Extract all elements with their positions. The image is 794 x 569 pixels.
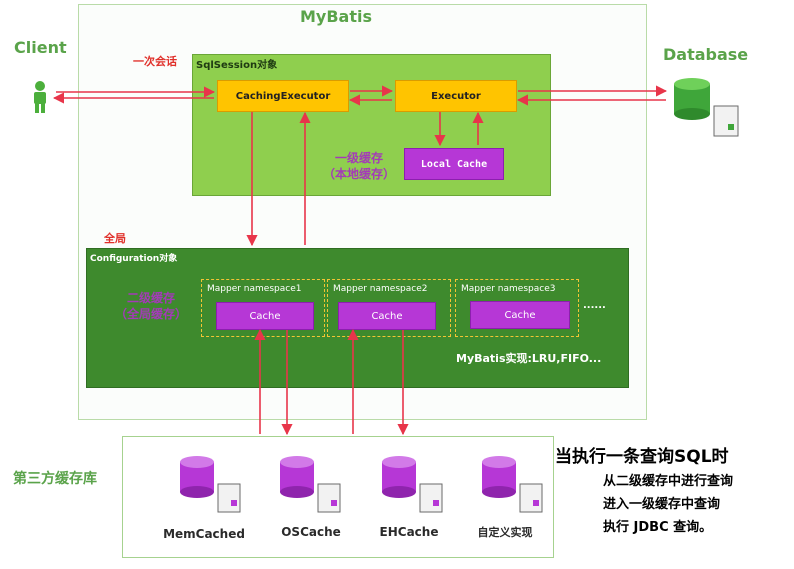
- sqlsession-label: SqlSession对象: [196, 60, 278, 71]
- session-note: 一次会话: [133, 55, 177, 68]
- global-note: 全局: [104, 232, 126, 245]
- user-icon: [30, 80, 50, 114]
- second-level-cache-line2: （全局缓存）: [114, 307, 187, 321]
- ehcache-label: EHCache: [379, 525, 439, 539]
- explanation-line1: 从二级缓存中进行查询: [603, 474, 734, 489]
- second-level-cache-label: 二级缓存 （全局缓存）: [106, 290, 196, 322]
- first-level-cache-line1: 一级缓存: [334, 151, 383, 165]
- client-label: Client: [14, 38, 67, 57]
- mapper-namespace-1: Mapper namespace1 Cache: [201, 279, 325, 337]
- namespace-ellipsis: ......: [583, 300, 606, 311]
- mapper-namespace-2: Mapper namespace2 Cache: [327, 279, 451, 337]
- memcached-icon: [174, 452, 246, 514]
- mybatis-title: MyBatis: [300, 7, 372, 26]
- ehcache-icon: [376, 452, 448, 514]
- first-level-cache-line2: （本地缓存）: [322, 167, 395, 181]
- mapper-namespace-3: Mapper namespace3 Cache: [455, 279, 579, 337]
- namespace-label: Mapper namespace1: [207, 284, 302, 294]
- oscache-label: OSCache: [281, 525, 341, 539]
- memcached-label: MemCached: [163, 527, 245, 541]
- namespace-label: Mapper namespace2: [333, 284, 428, 294]
- database-icon: [670, 76, 742, 138]
- third-party-label: 第三方缓存库: [13, 471, 97, 487]
- database-label: Database: [663, 45, 749, 64]
- configuration-label: Configuration对象: [90, 254, 178, 264]
- custom-cache-label: 自定义实现: [477, 526, 533, 539]
- caching-executor-box: CachingExecutor: [217, 80, 349, 112]
- oscache-icon: [274, 452, 346, 514]
- custom-cache-icon: [476, 452, 548, 514]
- cache-box: Cache: [470, 301, 570, 329]
- local-cache-box: Local Cache: [404, 148, 504, 180]
- explanation-line2: 进入一级缓存中查询: [603, 497, 721, 512]
- cache-box: Cache: [216, 302, 314, 330]
- second-level-cache-line1: 二级缓存: [126, 291, 175, 305]
- implementation-note: MyBatis实现:LRU,FIFO...: [456, 352, 602, 365]
- cache-box: Cache: [338, 302, 436, 330]
- explanation-line3: 执行 JDBC 查询。: [603, 520, 713, 535]
- executor-box: Executor: [395, 80, 517, 112]
- explanation-heading: 当执行一条查询SQL时: [555, 447, 729, 467]
- namespace-label: Mapper namespace3: [461, 284, 556, 294]
- first-level-cache-label: 一级缓存 （本地缓存）: [318, 150, 400, 182]
